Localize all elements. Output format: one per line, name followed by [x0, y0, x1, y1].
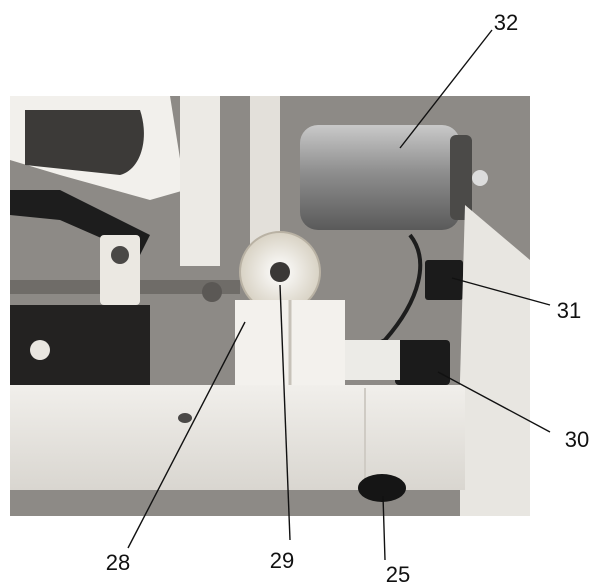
- switch-31: [425, 260, 463, 300]
- worm-gear: [239, 231, 321, 313]
- upper-housing-shadow: [25, 110, 144, 175]
- lower-left-knob: [30, 340, 50, 360]
- left-bracket: [100, 235, 140, 305]
- frame-post-left: [180, 96, 220, 266]
- left-bracket-screw: [111, 246, 129, 264]
- leader-28: [127, 321, 246, 549]
- callout-labels: 32 31 30 28 29 25: [106, 10, 589, 587]
- callout-31: 31: [557, 298, 581, 323]
- leader-31: [451, 277, 551, 306]
- right-housing-wall: [460, 205, 530, 516]
- front-wall-hole: [178, 413, 192, 423]
- leader-29: [279, 284, 291, 541]
- motor-body: [300, 125, 460, 230]
- switch-30-bracket: [345, 340, 400, 380]
- gear-mount-screw: [202, 282, 222, 302]
- callout-32: 32: [494, 10, 518, 35]
- callout-29: 29: [270, 548, 294, 573]
- callout-25: 25: [386, 562, 410, 587]
- photo: [10, 96, 530, 516]
- motor: [300, 125, 488, 230]
- callout-28: 28: [106, 550, 130, 575]
- frame-post-right: [250, 96, 280, 246]
- switch-30: [395, 340, 450, 385]
- motor-end-cap: [450, 135, 472, 220]
- lower-left-cavity: [10, 305, 150, 385]
- motor-shaft-tip: [472, 170, 488, 186]
- rubber-foot-25: [358, 474, 406, 502]
- worm-gear-hub: [270, 262, 290, 282]
- front-housing-wall: [10, 385, 465, 490]
- leader-25: [382, 495, 386, 561]
- leader-32: [399, 29, 493, 149]
- callout-30: 30: [565, 427, 589, 452]
- leader-30: [437, 371, 551, 433]
- leader-lines: [127, 29, 551, 561]
- motor-cable: [374, 233, 423, 347]
